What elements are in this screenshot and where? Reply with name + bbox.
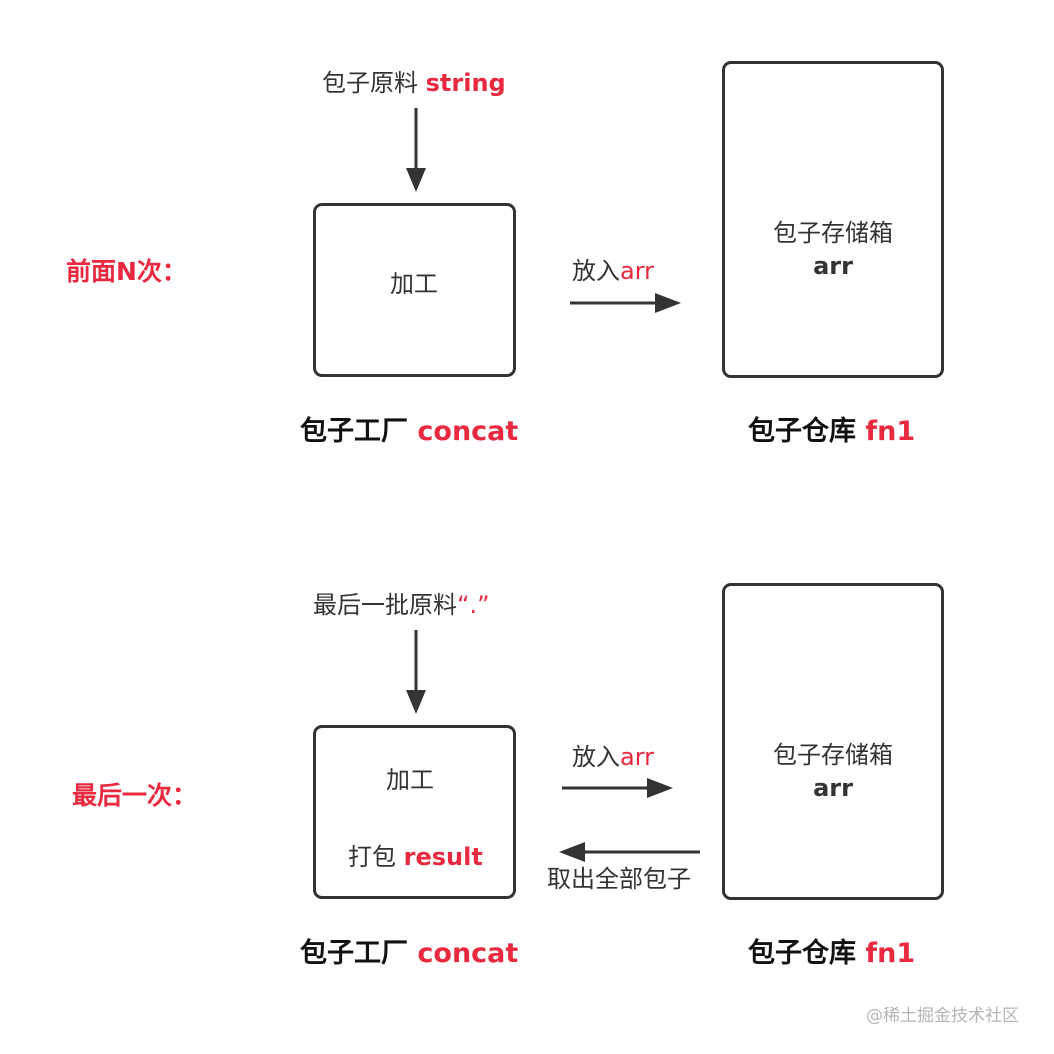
top-warehouse-caption: 包子仓库 fn1	[748, 418, 915, 445]
bottom-warehouse-caption-text: 包子仓库	[748, 938, 856, 969]
top-warehouse-box	[722, 61, 944, 378]
bottom-factory-box-pack: 打包 result	[348, 845, 483, 869]
bottom-warehouse-box	[722, 583, 944, 900]
bottom-input-label: 最后一批原料“.”	[313, 593, 490, 617]
bottom-row-label: 最后一次：	[72, 781, 198, 810]
bottom-put-label-text: 放入	[572, 743, 620, 771]
bottom-put-label-value: arr	[620, 743, 655, 771]
bottom-input-value: “.”	[457, 591, 490, 619]
top-factory-caption-value: concat	[417, 416, 519, 447]
top-factory-caption: 包子工厂 concat	[300, 418, 518, 445]
top-input-arrow	[406, 108, 426, 192]
top-input-label-text: 包子原料	[322, 69, 418, 97]
top-warehouse-box-value: arr	[813, 252, 853, 280]
bottom-factory-caption-text: 包子工厂	[300, 938, 408, 969]
top-warehouse-caption-text: 包子仓库	[748, 416, 856, 447]
top-factory-box-text: 加工	[390, 270, 438, 298]
bottom-factory-box	[313, 725, 516, 899]
bottom-warehouse-box-value: arr	[813, 774, 853, 802]
bottom-warehouse-caption: 包子仓库 fn1	[748, 940, 915, 967]
top-input-label: 包子原料 string	[322, 71, 506, 95]
bottom-warehouse-caption-value: fn1	[865, 938, 916, 969]
bottom-input-label-text: 最后一批原料	[313, 591, 457, 619]
top-row-label: 前面N次：	[66, 257, 187, 286]
top-warehouse-box-text: 包子存储箱	[773, 219, 893, 247]
top-put-label-text: 放入	[572, 257, 620, 285]
top-factory-box	[313, 203, 516, 377]
watermark: @稀土掘金技术社区	[866, 1006, 1019, 1026]
top-input-value: string	[425, 69, 506, 97]
bottom-pack-value: result	[403, 843, 483, 871]
top-put-arrow	[570, 293, 681, 313]
bottom-take-out-label: 取出全部包子	[547, 865, 691, 893]
top-put-label-value: arr	[620, 257, 655, 285]
bottom-factory-caption: 包子工厂 concat	[300, 940, 518, 967]
bottom-warehouse-box-text: 包子存储箱	[773, 741, 893, 769]
top-factory-caption-text: 包子工厂	[300, 416, 408, 447]
bottom-factory-caption-value: concat	[417, 938, 519, 969]
bottom-put-label: 放入arr	[572, 745, 654, 769]
bottom-factory-box-text: 加工	[386, 766, 434, 794]
bottom-input-arrow	[406, 630, 426, 714]
bottom-put-arrow	[562, 778, 673, 798]
bottom-take-out-arrow	[559, 842, 700, 862]
top-warehouse-caption-value: fn1	[865, 416, 916, 447]
top-put-label: 放入arr	[572, 259, 654, 283]
bottom-pack-text: 打包	[348, 843, 396, 871]
